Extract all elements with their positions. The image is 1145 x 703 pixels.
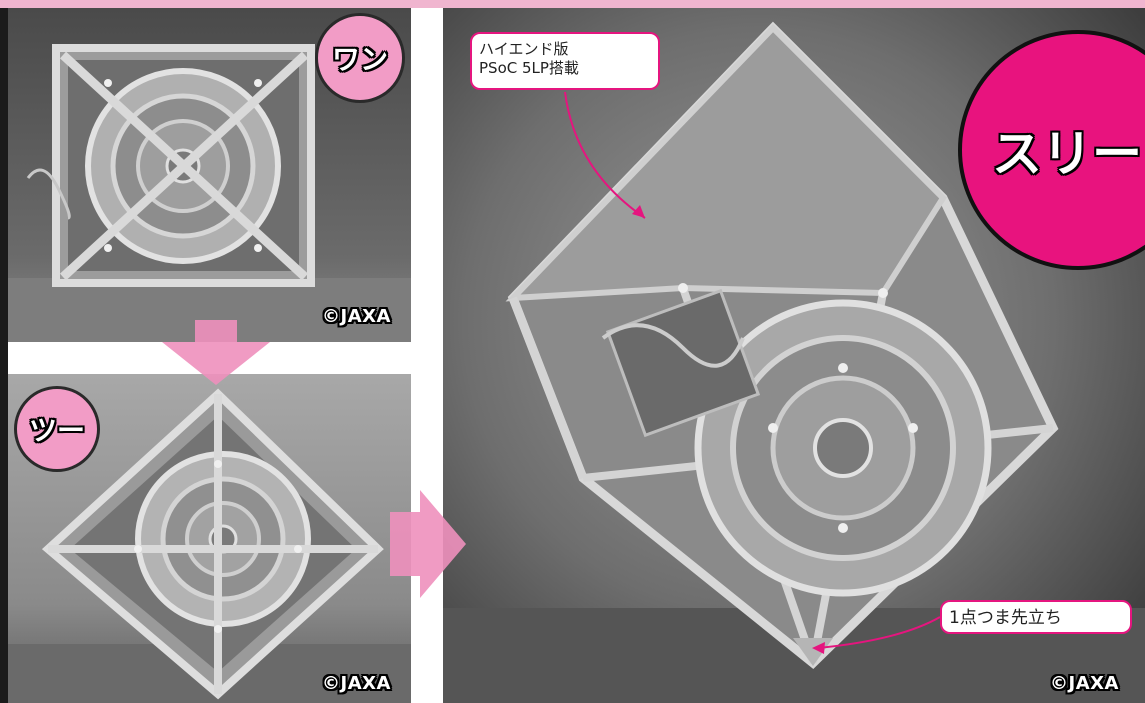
top-stripe — [0, 0, 1145, 8]
vertical-gap — [411, 8, 443, 703]
callout-tip: 1点つま先立ち — [940, 600, 1132, 634]
badge-two-label: ツー — [28, 414, 85, 447]
callout-highend: ハイエンド版 PSoC 5LP搭載 — [470, 32, 660, 90]
credit-jaxa: ©JAXA — [1050, 673, 1119, 694]
credit-jaxa: ©JAXA — [322, 673, 391, 694]
photo-cube-corner — [443, 8, 1145, 703]
badge-one-label: ワン — [331, 43, 388, 76]
callout-highend-line2: PSoC 5LP搭載 — [479, 59, 579, 77]
credit-jaxa: ©JAXA — [322, 306, 391, 327]
badge-three-label: スリー! — [992, 125, 1145, 183]
badge-two: ツー — [14, 386, 100, 472]
horizontal-gap — [8, 342, 411, 374]
callout-highend-line1: ハイエンド版 — [479, 40, 569, 58]
badge-three: スリー! — [958, 30, 1145, 270]
photo-cube-edge — [8, 374, 411, 703]
badge-one: ワン — [315, 13, 405, 103]
